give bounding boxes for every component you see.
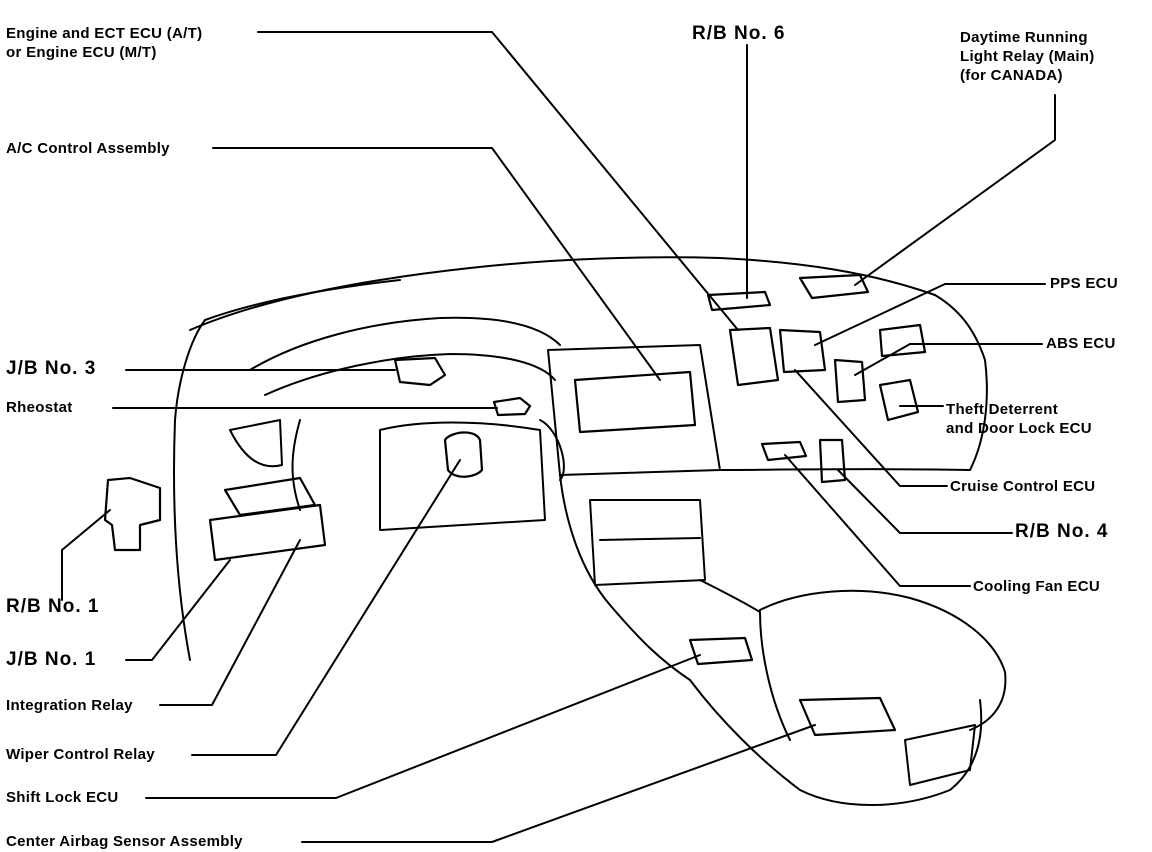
leader-integration-relay xyxy=(159,539,301,706)
drl-relay-box xyxy=(798,273,870,300)
rheostat-knob xyxy=(492,396,532,417)
label-ac-control: A/C Control Assembly xyxy=(6,140,170,157)
theft-ecu-box xyxy=(878,378,920,422)
cooling-fan-box xyxy=(760,440,808,462)
rb4-box xyxy=(818,438,847,484)
label-integration-relay: Integration Relay xyxy=(6,697,133,714)
airbag-sensor-box xyxy=(798,696,897,737)
rb1-box xyxy=(103,476,162,552)
shift-lock-box xyxy=(688,636,754,666)
leader-cooling-fan xyxy=(784,454,971,587)
leader-pps xyxy=(814,283,1046,346)
jb1-box xyxy=(208,503,327,562)
leader-drl xyxy=(854,94,1056,286)
leader-lines xyxy=(61,31,1056,843)
label-pps-ecu: PPS ECU xyxy=(1050,275,1118,292)
leader-engine-ecu xyxy=(257,31,739,331)
label-shift-lock: Shift Lock ECU xyxy=(6,789,119,806)
leader-shift-lock xyxy=(145,654,701,799)
label-rheostat: Rheostat xyxy=(6,399,73,416)
label-abs-ecu: ABS ECU xyxy=(1046,335,1116,352)
leader-airbag xyxy=(301,724,816,843)
label-cruise-ecu: Cruise Control ECU xyxy=(950,478,1096,495)
leader-wiper-relay xyxy=(191,459,461,756)
label-theft-ecu: Theft Deterrent and Door Lock ECU xyxy=(946,401,1092,437)
leader-abs xyxy=(854,343,1043,376)
ecu-block-b xyxy=(778,328,827,374)
abs-ecu-box xyxy=(833,358,867,404)
label-rb1: R/B No. 1 xyxy=(6,596,100,617)
label-drl-relay: Daytime Running Light Relay (Main) (for … xyxy=(960,29,1095,84)
leader-ac-control xyxy=(212,147,661,381)
label-airbag-sensor: Center Airbag Sensor Assembly xyxy=(6,833,243,850)
label-rb4: R/B No. 4 xyxy=(1015,521,1109,542)
leader-rb4 xyxy=(837,469,1013,534)
ac-control-panel xyxy=(573,370,697,434)
pps-ecu-box xyxy=(878,323,927,358)
jb3-box xyxy=(393,356,447,387)
label-engine-ecu: Engine and ECT ECU (A/T) or Engine ECU (… xyxy=(6,25,203,61)
label-cooling-fan: Cooling Fan ECU xyxy=(973,578,1100,595)
leader-jb1 xyxy=(125,559,231,661)
leader-rb1 xyxy=(61,509,111,601)
steering-hub xyxy=(443,431,484,478)
ecu-block-a xyxy=(728,326,780,387)
label-wiper-relay: Wiper Control Relay xyxy=(6,746,155,763)
rb6-box xyxy=(706,290,772,312)
label-rb6: R/B No. 6 xyxy=(692,23,786,44)
label-jb1: J/B No. 1 xyxy=(6,649,97,670)
label-jb3: J/B No. 3 xyxy=(6,358,97,379)
dashboard-outline xyxy=(172,256,1007,806)
components xyxy=(103,273,927,737)
jb1-relays xyxy=(223,476,317,517)
leader-cruise xyxy=(794,369,948,487)
